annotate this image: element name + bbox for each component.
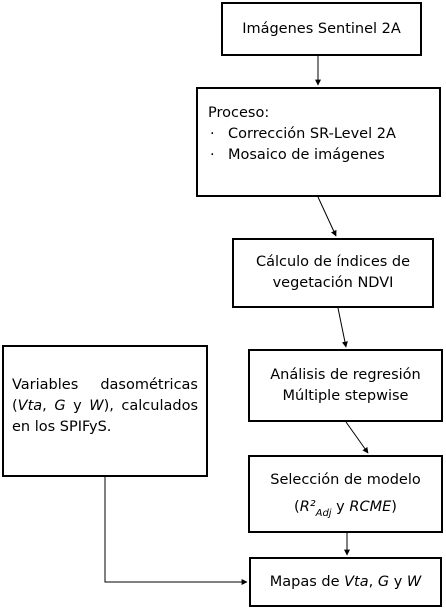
edge-variables-mapas (104, 477, 248, 585)
adj-subscript: Adj (315, 507, 332, 519)
node-regresion-line2: Múltiple stepwise (282, 387, 409, 404)
node-ndvi: Cálculo de índices de vegetación NDVI (232, 238, 434, 308)
node-sentinel: Imágenes Sentinel 2A (221, 2, 422, 56)
variables-text-part: y (65, 398, 90, 414)
node-seleccion: Selección de modelo (R²Adj y RCME) (248, 455, 443, 533)
w-symbol: W (89, 398, 104, 414)
bullet-dot: · (210, 147, 215, 163)
node-regresion-line1: Análisis de regresión (270, 366, 421, 383)
node-seleccion-line1: Selección de modelo (270, 471, 421, 488)
node-proceso: Proceso: · Corrección SR-Level 2A · Mosa… (196, 87, 441, 197)
node-seleccion-line2: (R²Adj y RCME) (294, 497, 397, 519)
node-variables: Variables dasométricas (Vta, G y W), cal… (2, 345, 208, 477)
r2-symbol: R² (299, 498, 316, 515)
vta-symbol: Vta (344, 573, 369, 590)
node-proceso-item: · Mosaico de imágenes (208, 145, 429, 166)
node-regresion: Análisis de regresión Múltiple stepwise (248, 349, 443, 422)
mapas-prefix: Mapas de (269, 573, 345, 590)
rcme-symbol: RCME (349, 498, 392, 515)
g-symbol: G (377, 573, 390, 590)
variables-text-part: , (42, 398, 55, 414)
node-proceso-item: · Corrección SR-Level 2A (208, 124, 429, 145)
variables-text-part: ), calculados en los SPIFyS. (12, 398, 198, 435)
paren-open: ( (294, 498, 300, 515)
mapas-sep: , (368, 573, 378, 590)
node-mapas: Mapas de Vta, G y W (249, 557, 442, 607)
node-variables-text: Variables dasométricas (Vta, G y W), cal… (12, 375, 198, 438)
bullet-dot: · (210, 126, 215, 142)
node-sentinel-label: Imágenes Sentinel 2A (242, 20, 401, 37)
edge-ndvi-regresion (337, 307, 348, 348)
w-symbol: W (406, 573, 422, 590)
vta-symbol: Vta (17, 398, 43, 414)
edge-proceso-ndvi (317, 196, 337, 237)
node-mapas-label: Mapas de Vta, G y W (270, 572, 422, 593)
variables-text-part: Variables dasométricas ( (12, 377, 198, 414)
node-proceso-title: Proceso: (208, 105, 270, 121)
mapas-and: y (389, 573, 407, 590)
and-word: y (331, 498, 350, 515)
node-proceso-item-label: Corrección SR-Level 2A (228, 126, 396, 142)
edge-regresion-seleccion (345, 421, 369, 454)
node-ndvi-line1: Cálculo de índices de (255, 254, 411, 270)
paren-close: ) (391, 498, 397, 515)
node-proceso-item-label: Mosaico de imágenes (228, 147, 385, 163)
node-ndvi-line2: vegetación NDVI (272, 275, 394, 291)
g-symbol: G (54, 398, 66, 414)
